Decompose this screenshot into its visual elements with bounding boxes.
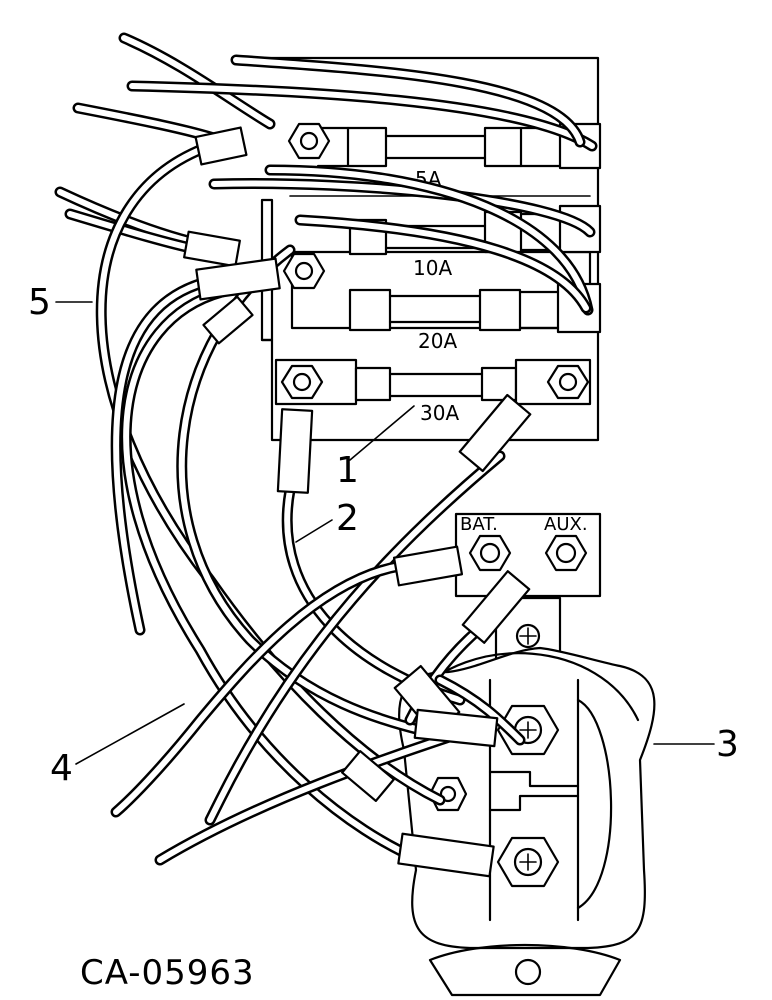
terminal-block: BAT. AUX. xyxy=(454,512,602,662)
hex-nut xyxy=(282,252,326,290)
aux-terminal-nut xyxy=(544,534,588,572)
hex-nut xyxy=(546,364,590,400)
bat-terminal-label: BAT. xyxy=(460,514,498,535)
callout-2-label: 2 xyxy=(336,498,359,539)
callout-4-label: 4 xyxy=(50,748,73,789)
wire-connectors xyxy=(183,126,532,878)
fuse-20a: 20A xyxy=(348,282,602,353)
fuse-30a: 30A xyxy=(274,358,592,425)
callout-4: 4 xyxy=(50,703,185,789)
hex-nut xyxy=(280,364,324,400)
hex-nut xyxy=(287,122,331,160)
solenoid-top-terminal xyxy=(496,704,560,756)
callout-1-label: 1 xyxy=(336,450,359,491)
callout-3: 3 xyxy=(653,724,739,765)
callout-5-label: 5 xyxy=(28,282,51,323)
fuse-10a-label: 10A xyxy=(413,256,452,280)
fuse-20a-label: 20A xyxy=(418,329,457,353)
callout-3-label: 3 xyxy=(716,724,739,765)
aux-terminal-label: AUX. xyxy=(544,514,588,535)
figure-id: CA-05963 xyxy=(80,953,255,993)
solenoid-bottom-terminal xyxy=(496,836,560,888)
fuse-30a-label: 30A xyxy=(420,401,459,425)
callout-1: 1 xyxy=(336,405,415,491)
callout-2: 2 xyxy=(295,498,359,543)
callout-5: 5 xyxy=(28,282,93,323)
bat-terminal-nut xyxy=(468,534,512,572)
